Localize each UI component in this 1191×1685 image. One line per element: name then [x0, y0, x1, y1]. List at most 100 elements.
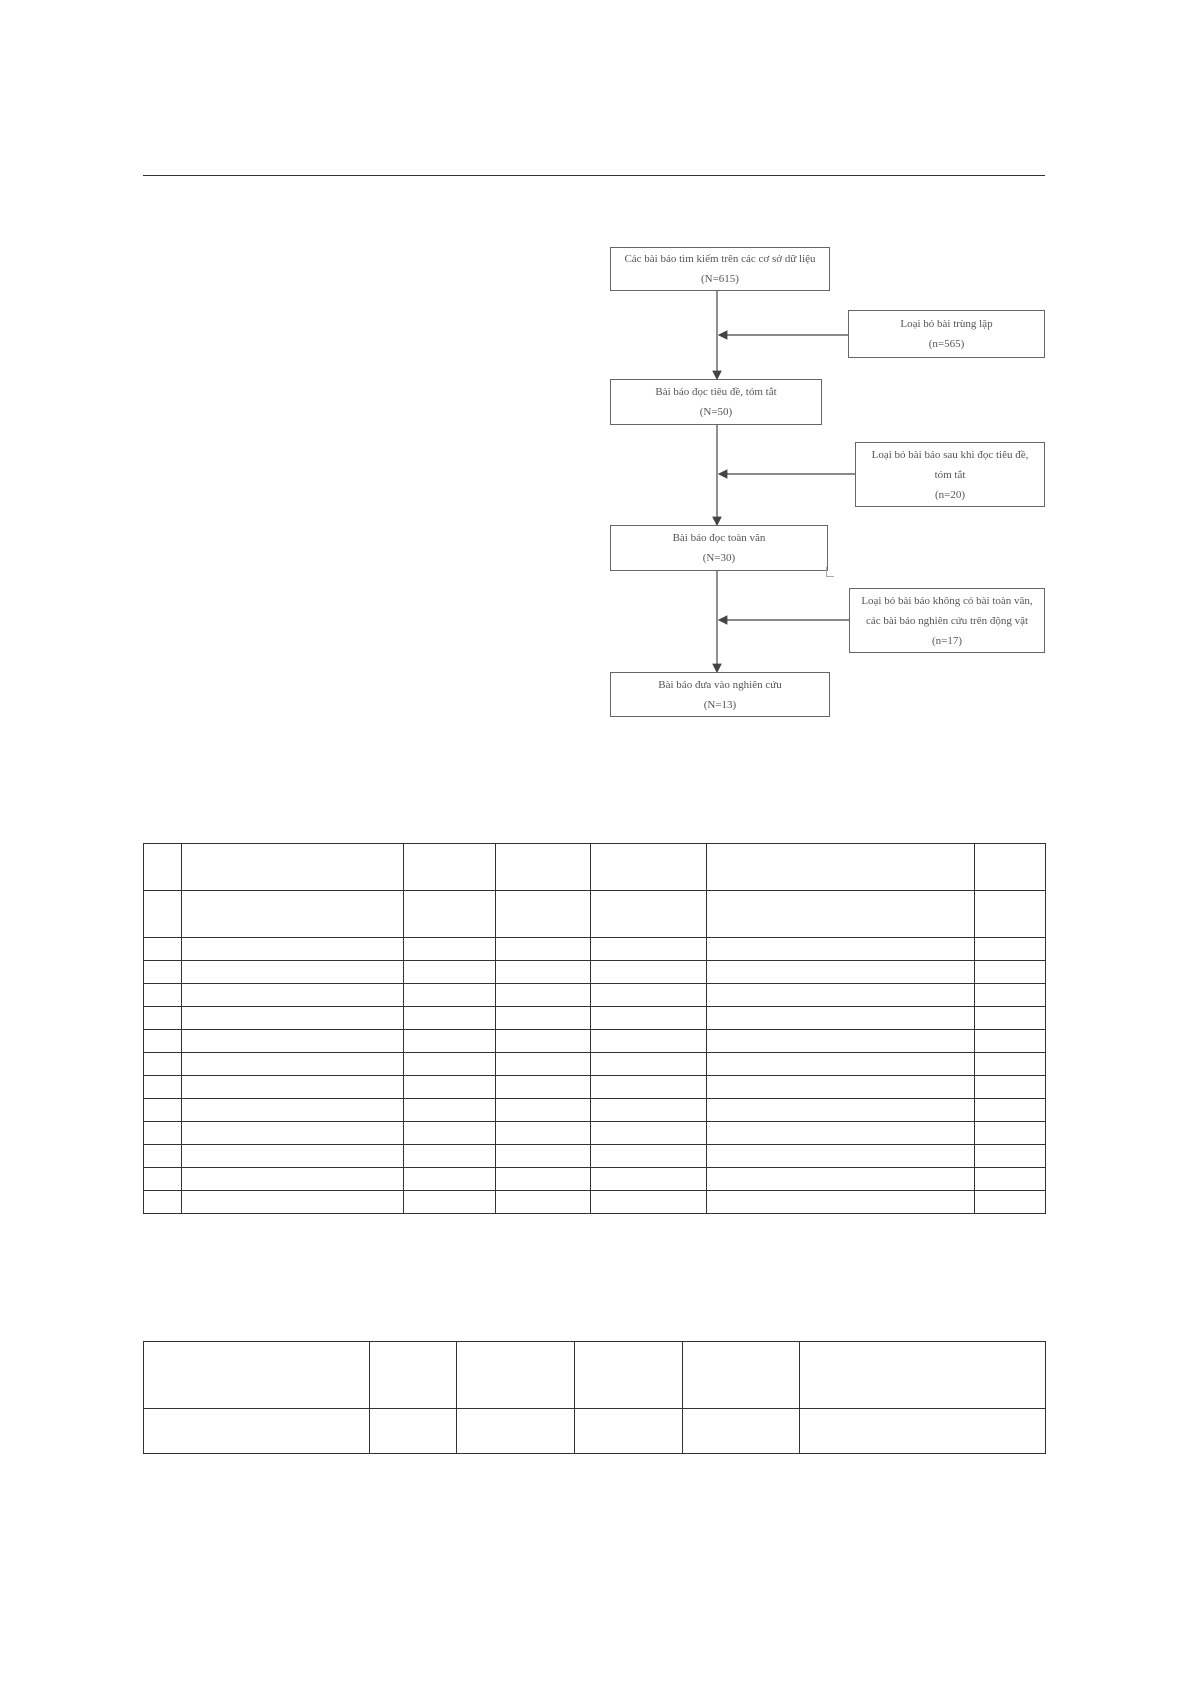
table-cell	[495, 1029, 591, 1053]
table-cell	[495, 937, 591, 961]
table-cell	[974, 1006, 1046, 1030]
table-cell	[495, 1144, 591, 1168]
table-cell	[682, 1341, 800, 1409]
table-cell	[974, 983, 1046, 1007]
table-row	[143, 983, 1046, 1007]
table-cell	[143, 983, 182, 1007]
table-cell	[181, 1144, 404, 1168]
table-cell	[403, 1144, 496, 1168]
table-row	[143, 1075, 1046, 1099]
table-cell	[974, 1029, 1046, 1053]
table-cell	[706, 960, 975, 984]
table-cell	[143, 1190, 182, 1214]
box-corner-mark	[826, 567, 834, 577]
table-cell	[574, 1408, 683, 1454]
table-cell	[706, 1075, 975, 1099]
table-cell	[590, 1052, 707, 1076]
table-row	[143, 1408, 1046, 1454]
table-cell	[974, 1167, 1046, 1191]
table-cell	[706, 1098, 975, 1122]
table-cell	[143, 1098, 182, 1122]
box-identified: Các bài báo tìm kiếm trên các cơ sở dữ l…	[610, 247, 830, 291]
prisma-flowchart: Các bài báo tìm kiếm trên các cơ sở dữ l…	[0, 0, 1191, 740]
table-cell	[974, 843, 1046, 891]
table-cell	[974, 890, 1046, 938]
table-cell	[706, 1029, 975, 1053]
table-cell	[143, 843, 182, 891]
table-cell	[143, 1167, 182, 1191]
table-cell	[706, 890, 975, 938]
table-cell	[181, 1006, 404, 1030]
table-cell	[706, 1121, 975, 1145]
table-cell	[403, 1052, 496, 1076]
table-header-row	[143, 890, 1046, 938]
table-cell	[974, 1098, 1046, 1122]
table-row	[143, 960, 1046, 984]
table-cell	[181, 1167, 404, 1191]
table-cell	[456, 1341, 575, 1409]
table-cell	[403, 937, 496, 961]
table-cell	[181, 1052, 404, 1076]
table-cell	[143, 1341, 370, 1409]
table-cell	[706, 843, 975, 891]
table-cell	[574, 1341, 683, 1409]
table-cell	[495, 1098, 591, 1122]
table-cell	[974, 960, 1046, 984]
box-excluded-full-text: Loại bỏ bài báo không có bài toàn văn, c…	[849, 588, 1045, 653]
table-cell	[974, 1121, 1046, 1145]
table-header-row	[143, 1341, 1046, 1409]
table-cell	[403, 1006, 496, 1030]
table-cell	[799, 1408, 1046, 1454]
table-row	[143, 1006, 1046, 1030]
table-cell	[143, 1144, 182, 1168]
box-excluded-title-abstract: Loại bỏ bài báo sau khi đọc tiêu đề, tóm…	[855, 442, 1045, 507]
table-cell	[974, 1075, 1046, 1099]
table-cell	[590, 1098, 707, 1122]
table-cell	[590, 1029, 707, 1053]
table-cell	[706, 983, 975, 1007]
table-cell	[403, 983, 496, 1007]
studies-table	[143, 843, 1046, 1214]
table-cell	[181, 1098, 404, 1122]
table-cell	[143, 1006, 182, 1030]
table-cell	[181, 983, 404, 1007]
box-included: Bài báo đưa vào nghiên cứu (N=13)	[610, 672, 830, 717]
table-cell	[590, 890, 707, 938]
table-cell	[403, 1121, 496, 1145]
table-cell	[369, 1341, 457, 1409]
table-cell	[706, 1144, 975, 1168]
table-row	[143, 1121, 1046, 1145]
table-cell	[590, 843, 707, 891]
table-row	[143, 937, 1046, 961]
table-row	[143, 1098, 1046, 1122]
table-cell	[974, 1052, 1046, 1076]
table-cell	[403, 960, 496, 984]
table-cell	[495, 1006, 591, 1030]
table-cell	[369, 1408, 457, 1454]
table-cell	[143, 1029, 182, 1053]
table-cell	[143, 937, 182, 961]
table-row	[143, 1029, 1046, 1053]
table-cell	[495, 983, 591, 1007]
table-cell	[495, 1052, 591, 1076]
summary-table	[143, 1341, 1046, 1454]
flowchart-connectors	[712, 291, 855, 674]
table-cell	[143, 1075, 182, 1099]
table-cell	[706, 1190, 975, 1214]
table-header-row	[143, 843, 1046, 891]
table-cell	[181, 1029, 404, 1053]
table-cell	[590, 1167, 707, 1191]
table-cell	[590, 1190, 707, 1214]
table-cell	[403, 1190, 496, 1214]
table-cell	[706, 1006, 975, 1030]
table-cell	[403, 1075, 496, 1099]
table-cell	[403, 843, 496, 891]
table-cell	[590, 983, 707, 1007]
table-cell	[403, 1167, 496, 1191]
table-cell	[181, 1075, 404, 1099]
table-row	[143, 1190, 1046, 1214]
table-cell	[495, 1075, 591, 1099]
table-cell	[799, 1341, 1046, 1409]
table-row	[143, 1052, 1046, 1076]
table-cell	[456, 1408, 575, 1454]
